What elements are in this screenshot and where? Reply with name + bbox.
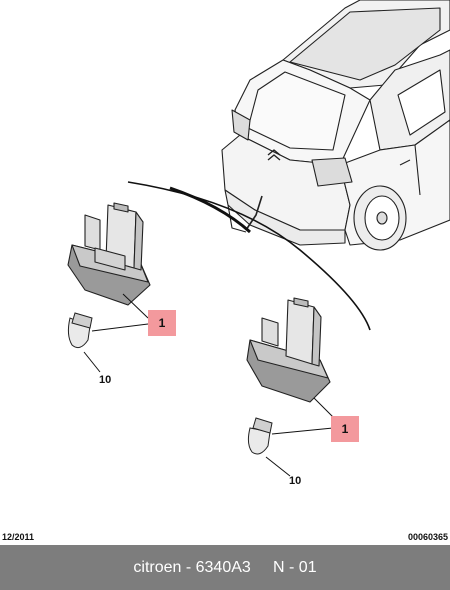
part-number-bulb-right: 10 [289, 475, 302, 487]
bulb-right [247, 417, 273, 455]
footer-page: N - 01 [273, 558, 317, 576]
part-number-bulb-left: 10 [99, 374, 112, 386]
lamp-housing-right [246, 297, 331, 403]
footer-bar: citroen - 6340A3 N - 01 [0, 545, 450, 590]
car-illustration [221, 0, 450, 251]
bulb-left [67, 312, 93, 349]
footer-brand-ref: citroen - 6340A3 [133, 558, 251, 576]
callout-part-1-lower: 1 [331, 416, 359, 442]
footer-spacer [251, 559, 273, 577]
lamp-housing-left [67, 202, 151, 306]
drawing-code: 00060365 [407, 532, 448, 542]
parts-diagram [67, 0, 450, 477]
date-label: 12/2011 [2, 532, 35, 542]
callout-part-1-upper: 1 [148, 310, 176, 336]
